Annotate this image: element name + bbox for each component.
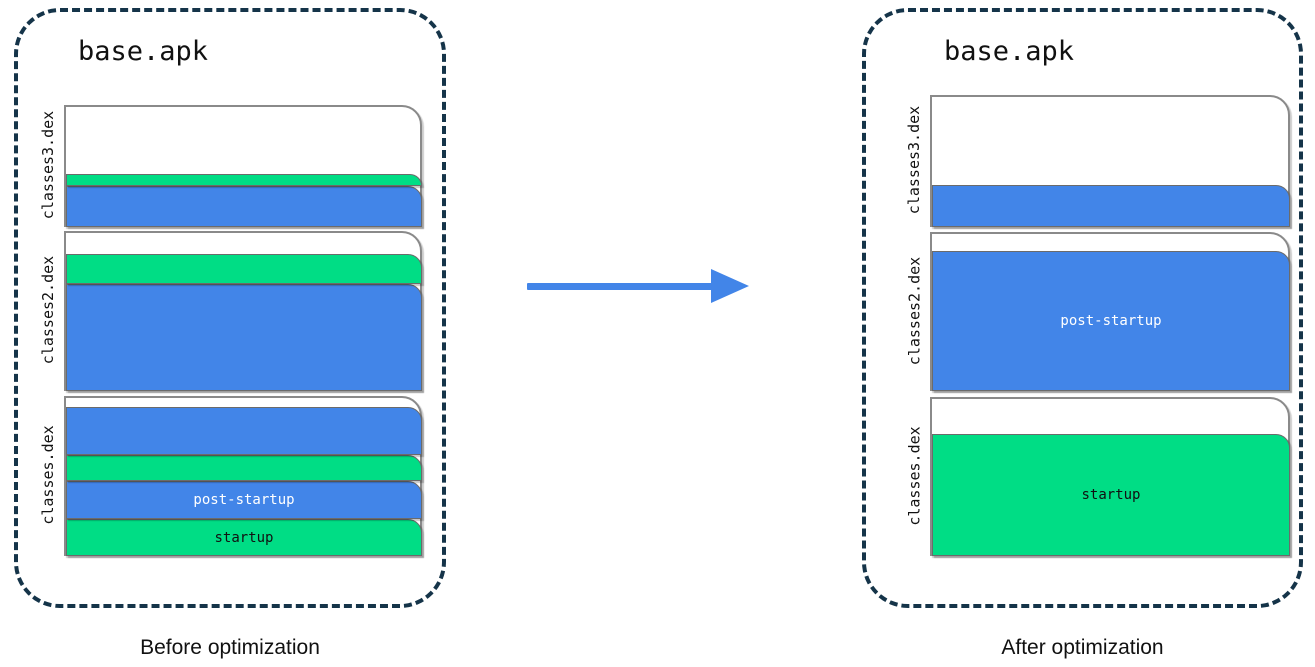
transformation-arrow-icon (527, 269, 749, 303)
dex-file-label-1: classes3.dex (39, 110, 57, 220)
dex-segment-label: startup (1081, 487, 1141, 503)
dex-file-label-2: classes2.dex (39, 255, 57, 365)
dex-block: startup post-startup classes.dex (39, 396, 422, 556)
apk-title-after: base.apk (944, 36, 1075, 67)
caption-before: Before optimization (140, 636, 320, 659)
dex-segment-poststartup (66, 186, 422, 227)
dex-block: classes3.dex (39, 105, 422, 227)
dex-segment-poststartup (66, 407, 422, 455)
dex-segment-poststartup (932, 185, 1290, 227)
dex-file-label-1: classes3.dex (905, 105, 923, 215)
apk-title-before: base.apk (78, 36, 209, 67)
dex-block: startup classes.dex (905, 397, 1290, 556)
dex-segment-startup: startup (66, 519, 422, 556)
dex-block: classes2.dex (39, 231, 422, 391)
dex-segment-poststartup (66, 284, 422, 391)
dex-segment-label: post-startup (193, 492, 295, 508)
apk-container-before (14, 8, 446, 608)
apk-container-after (862, 8, 1303, 608)
dex-file-label-3: classes.dex (39, 425, 57, 525)
dex-segment-startup (66, 254, 422, 284)
dex-segment-label: startup (214, 529, 274, 546)
dex-segment-poststartup: post-startup (66, 481, 422, 519)
dex-file-label-3: classes.dex (905, 425, 923, 526)
dex-segment-poststartup: post-startup (932, 251, 1290, 391)
dex-segment-label: post-startup (1060, 313, 1162, 329)
arrow-shaft (527, 283, 713, 290)
dex-block: classes3.dex (905, 95, 1290, 227)
dex-block: post-startup classes2.dex (905, 232, 1290, 391)
arrow-head (711, 269, 749, 303)
dex-segment-startup (66, 455, 422, 481)
dex-file-label-2: classes2.dex (905, 256, 923, 365)
dex-segment-startup: startup (932, 434, 1290, 556)
dex-segment-startup (66, 174, 422, 186)
caption-after: After optimization (1001, 636, 1164, 659)
